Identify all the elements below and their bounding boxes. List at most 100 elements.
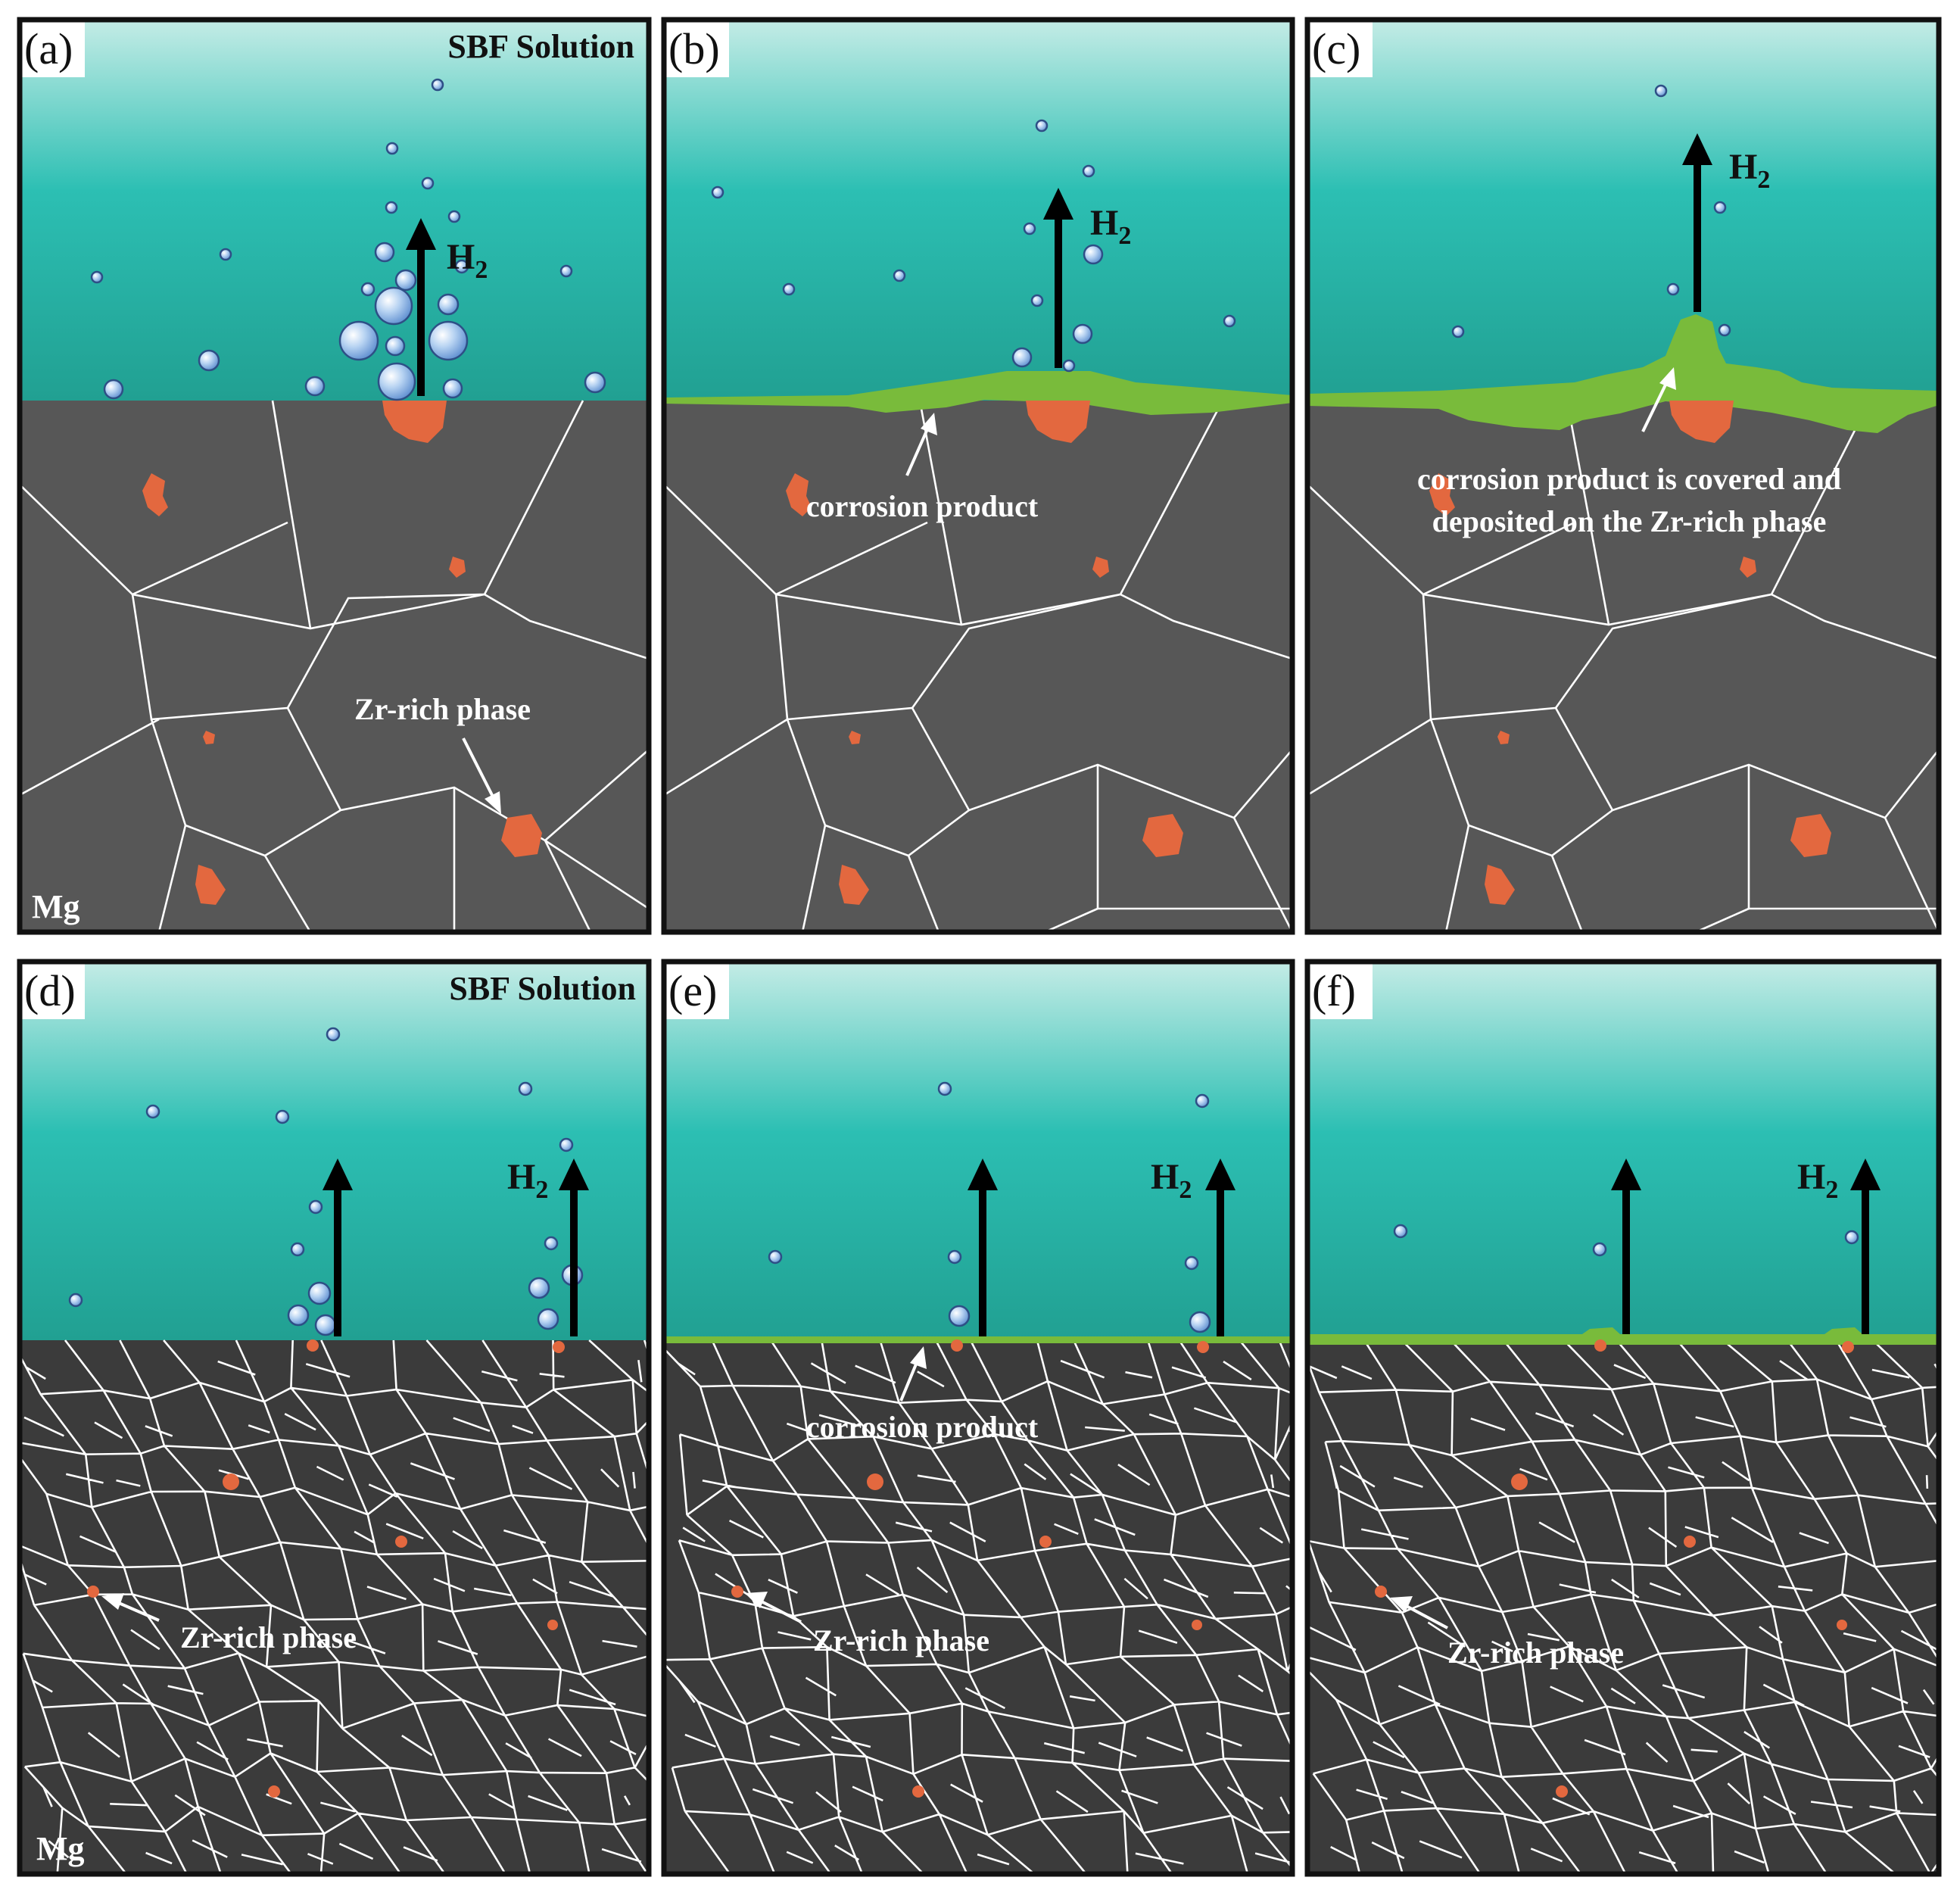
subfigure-label-bg [1309,21,1373,77]
grain-boundaries [1307,1339,1939,1874]
panel-frame [17,17,652,935]
subfigure-label-bg [21,21,85,77]
hydrogen-bubble-icon [326,1027,341,1042]
hydrogen-bubble-icon [1035,119,1049,133]
hydrogen-bubble-icon [1654,84,1668,98]
hydrogen-bubble-icon [1083,244,1104,265]
hydrogen-bubble-icon [198,349,220,372]
grain-boundaries [664,400,1292,932]
hydrogen-bubble-icon [219,248,232,261]
gas-arrow-icon [968,1158,998,1336]
hydrogen-bubble-icon [544,1236,559,1251]
hydrogen-bubble-icon [307,1281,332,1305]
corrosion-film [1307,1327,1939,1345]
grain-boundary-network [1307,1339,1939,1874]
hydrogen-bubble-icon [1195,1093,1210,1109]
gas-arrow-icon [1682,133,1712,312]
corrosion-product-label: corrosion product [806,489,1039,523]
panel-frame [1304,17,1942,935]
mg-substrate-region [1307,1340,1939,1874]
sbf-solution-label: SBF Solution [447,28,634,65]
hydrogen-bubble-icon [421,176,435,190]
subfigure-label-c: (c) [1312,24,1360,73]
hydrogen-bubble-icon [287,1304,310,1327]
hydrogen-bubble-icon [559,1137,574,1152]
hydrogen-bubble-icon [1666,282,1680,296]
panel-frame [661,959,1295,1877]
mg-substrate-label: Mg [32,888,80,925]
zr-rich-phases [142,401,542,905]
hydrogen-bubble-icon [360,282,375,297]
subfigure-label-f: (f) [1312,966,1356,1015]
hydrogen-bubble-icon [338,320,379,361]
hydrogen-bubble-icon [374,286,413,326]
gas-arrow-icon [559,1158,589,1336]
h2-label: H2 [447,237,488,284]
hydrogen-bubble-icon [385,335,406,357]
hydrogen-bubble-icon [1713,201,1727,214]
mg-substrate-region [20,401,649,932]
gas-arrow-icon [1850,1158,1881,1334]
hydrogen-bubble-icon [1592,1242,1607,1257]
subfigure-label-b: (b) [668,24,720,73]
sbf-solution-region [20,20,649,401]
panel-e: H2 corrosion product Zr-rich phase (e) [661,959,1295,1877]
h2-label: H2 [1151,1157,1192,1204]
h2-label: H2 [1729,147,1770,194]
hydrogen-bubble-icon [1082,164,1095,178]
hydrogen-bubble-icon [1223,314,1236,328]
subfigure-label-bg [665,963,729,1019]
hydrogen-bubbles [90,78,606,401]
hydrogen-bubble-icon [308,1199,323,1215]
hydrogen-bubble-icon [90,270,104,284]
hydrogen-bubble-icon [145,1104,160,1119]
zr-rich-phase-label: Zr-rich phase [354,692,531,726]
h2-label: H2 [1797,1157,1838,1204]
hydrogen-bubble-icon [711,186,724,199]
hydrogen-bubbles [711,119,1236,373]
panel-f: H2 Zr-rich phase (f) [1304,959,1942,1877]
hydrogen-bubble-icon [782,282,796,296]
hydrogen-bubble-icon [385,201,398,214]
hydrogen-bubble-icon [304,376,326,397]
subfigure-label-e: (e) [668,966,717,1015]
corrosion-film [664,1336,1292,1343]
zr-rich-phases [731,1339,1209,1798]
grain-boundaries [20,1339,649,1874]
hydrogen-bubble-icon [1451,325,1465,338]
panel-b: H2 corrosion product (b) [661,17,1295,935]
hydrogen-bubble-icon [518,1081,533,1096]
hydrogen-bubble-icon [447,210,461,223]
hydrogen-bubble-icon [374,242,395,263]
panel-frame [1304,959,1942,1877]
hydrogen-bubbles [1393,1224,1859,1257]
mg-substrate-region [1307,401,1939,932]
grain-boundaries [20,400,649,932]
h2-label: H2 [1090,203,1131,250]
hydrogen-bubble-icon [937,1081,952,1096]
panel-frame [661,17,1295,935]
hydrogen-bubble-icon [1062,359,1076,373]
hydrogen-bubble-icon [768,1249,783,1265]
hydrogen-bubble-icon [528,1277,550,1299]
corrosion-product-label: corrosion product [806,1410,1039,1444]
pointer-arrow-icon [899,1346,927,1402]
zr-rich-phases [1429,401,1831,905]
subfigure-label-d: (d) [24,966,76,1015]
sbf-solution-label: SBF Solution [449,970,636,1007]
subfigure-label-bg [665,21,729,77]
hydrogen-bubble-icon [442,378,463,399]
pointer-arrow-icon [905,413,937,476]
subfigure-label-bg [21,963,85,1019]
hydrogen-bubble-icon [431,78,444,92]
grain-boundaries [1307,400,1939,932]
hydrogen-bubble-icon [1393,1224,1408,1239]
pointer-arrow-icon [1641,367,1676,432]
hydrogen-bubble-icon [1844,1230,1859,1245]
gas-arrow-icon [1205,1158,1236,1336]
hydrogen-bubble-icon [377,362,416,401]
panel-d: H2 SBF Solution Mg Zr-rich phase (d) [17,959,652,1877]
corrosion-film [1307,314,1939,433]
